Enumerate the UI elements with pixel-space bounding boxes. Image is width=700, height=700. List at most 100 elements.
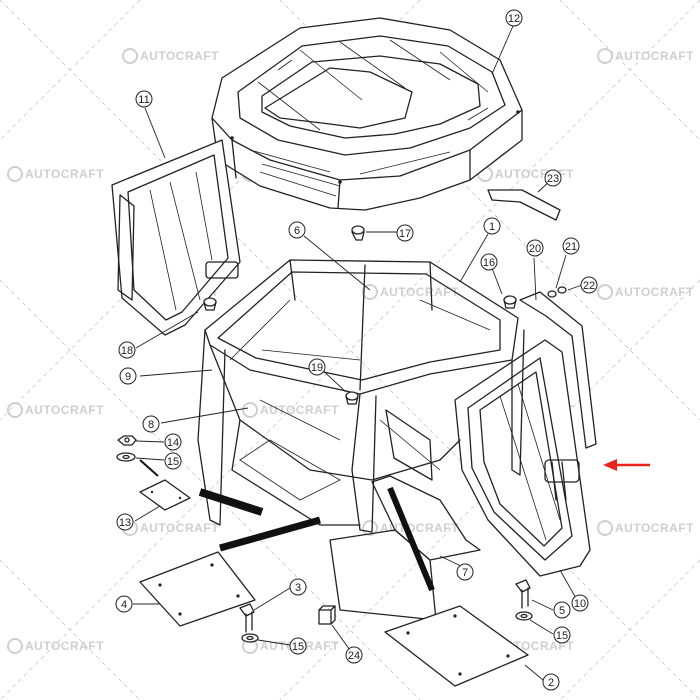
- watermark-text: AUTOCRAFT: [140, 521, 219, 535]
- watermark-text: AUTOCRAFT: [615, 521, 694, 535]
- bracket: [318, 605, 336, 625]
- watermark: AUTOCRAFT: [362, 520, 459, 536]
- callout-16: 16: [480, 253, 498, 271]
- watermark: AUTOCRAFT: [597, 520, 694, 536]
- callout-label: 24: [348, 650, 360, 662]
- callout-label: 9: [125, 371, 131, 383]
- grommet-17: [351, 225, 365, 241]
- callout-21: 21: [562, 237, 580, 255]
- watermark-text: AUTOCRAFT: [380, 285, 459, 299]
- watermark-text: AUTOCRAFT: [615, 49, 694, 63]
- callout-22: 22: [580, 276, 598, 294]
- callout-14: 14: [164, 433, 182, 451]
- seal-strips: [139, 459, 435, 592]
- watermark-text: AUTOCRAFT: [380, 521, 459, 535]
- callout-5: 5: [553, 601, 571, 619]
- callout-15a: 15: [164, 452, 182, 470]
- callout-23: 23: [544, 169, 562, 187]
- washer-21: [547, 290, 557, 298]
- watermark-text: AUTOCRAFT: [495, 167, 574, 181]
- watermark-text: AUTOCRAFT: [25, 639, 104, 653]
- callout-label: 4: [121, 599, 127, 611]
- callout-7: 7: [456, 563, 474, 581]
- watermark: AUTOCRAFT: [242, 402, 339, 418]
- callout-label: 10: [574, 598, 586, 610]
- callout-label: 15: [292, 641, 304, 653]
- roof-panel: [211, 17, 523, 211]
- bolt-3: [239, 603, 255, 633]
- callout-label: 22: [583, 280, 595, 292]
- callouts: 1 2 3 4 5 6 7 8 9 10 11 12 13 14 15 15 1…: [115, 9, 598, 691]
- watermark: AUTOCRAFT: [597, 48, 694, 64]
- callout-19: 19: [308, 358, 326, 376]
- callout-label: 21: [565, 241, 577, 253]
- callout-24: 24: [345, 646, 363, 664]
- grommet-18: [203, 297, 217, 311]
- callout-label: 8: [148, 419, 154, 431]
- callout-12: 12: [505, 9, 523, 27]
- callout-20: 20: [526, 239, 544, 257]
- callout-label: 6: [294, 225, 300, 237]
- watermark: AUTOCRAFT: [7, 638, 104, 654]
- callout-label: 17: [399, 228, 411, 240]
- watermark: AUTOCRAFT: [122, 520, 219, 536]
- floor-plate-right: [384, 605, 529, 687]
- callout-label: 15: [556, 630, 568, 642]
- callout-3: 3: [289, 578, 307, 596]
- watermark: AUTOCRAFT: [362, 284, 459, 300]
- callout-label: 16: [483, 257, 495, 269]
- washer-15c: [515, 611, 533, 621]
- washer-15a: [116, 452, 136, 462]
- watermark: AUTOCRAFT: [122, 48, 219, 64]
- rear-window: [111, 139, 241, 336]
- callout-label: 19: [311, 362, 323, 374]
- roof-seal-strip: [487, 189, 561, 221]
- grommet-16: [503, 295, 517, 309]
- callout-4: 4: [115, 595, 133, 613]
- callout-9: 9: [119, 367, 137, 385]
- callout-label: 20: [529, 243, 541, 255]
- red-arrow: [603, 459, 650, 471]
- callout-13: 13: [116, 513, 134, 531]
- callout-label: 3: [295, 582, 301, 594]
- callout-17: 17: [396, 224, 414, 242]
- cover-plate: [139, 479, 191, 511]
- callout-label: 1: [489, 221, 495, 233]
- callout-1: 1: [483, 217, 501, 235]
- washer-15b: [241, 633, 259, 643]
- side-panel: [519, 291, 597, 449]
- callout-10: 10: [571, 594, 589, 612]
- callout-label: 12: [508, 13, 520, 25]
- callout-label: 2: [548, 677, 554, 689]
- nut-22: [557, 286, 567, 294]
- callout-15b: 15: [289, 637, 307, 655]
- callout-label: 11: [138, 94, 149, 106]
- callout-label: 7: [462, 567, 468, 579]
- watermark-text: AUTOCRAFT: [140, 49, 219, 63]
- watermark-text: AUTOCRAFT: [615, 285, 694, 299]
- fasteners: [116, 225, 567, 643]
- callout-label: 15: [167, 456, 179, 468]
- watermark-text: AUTOCRAFT: [260, 403, 339, 417]
- callout-label: 23: [547, 173, 559, 185]
- callout-15c: 15: [553, 626, 571, 644]
- bolt-5: [515, 579, 531, 609]
- callout-18: 18: [118, 341, 136, 359]
- callout-8: 8: [142, 415, 160, 433]
- callout-11: 11: [135, 90, 153, 108]
- cab-frame: [197, 259, 525, 621]
- floor-plate-left: [139, 551, 256, 627]
- watermark-text: AUTOCRAFT: [25, 167, 104, 181]
- callout-label: 14: [167, 437, 179, 449]
- callout-label: 18: [121, 345, 133, 357]
- watermark-text: AUTOCRAFT: [25, 403, 104, 417]
- watermark: AUTOCRAFT: [597, 284, 694, 300]
- door: [454, 339, 591, 577]
- callout-label: 5: [559, 605, 565, 617]
- watermark: AUTOCRAFT: [7, 402, 104, 418]
- callout-6: 6: [288, 221, 306, 239]
- callout-2: 2: [542, 673, 560, 691]
- nut-14: [117, 435, 137, 446]
- watermark: AUTOCRAFT: [7, 166, 104, 182]
